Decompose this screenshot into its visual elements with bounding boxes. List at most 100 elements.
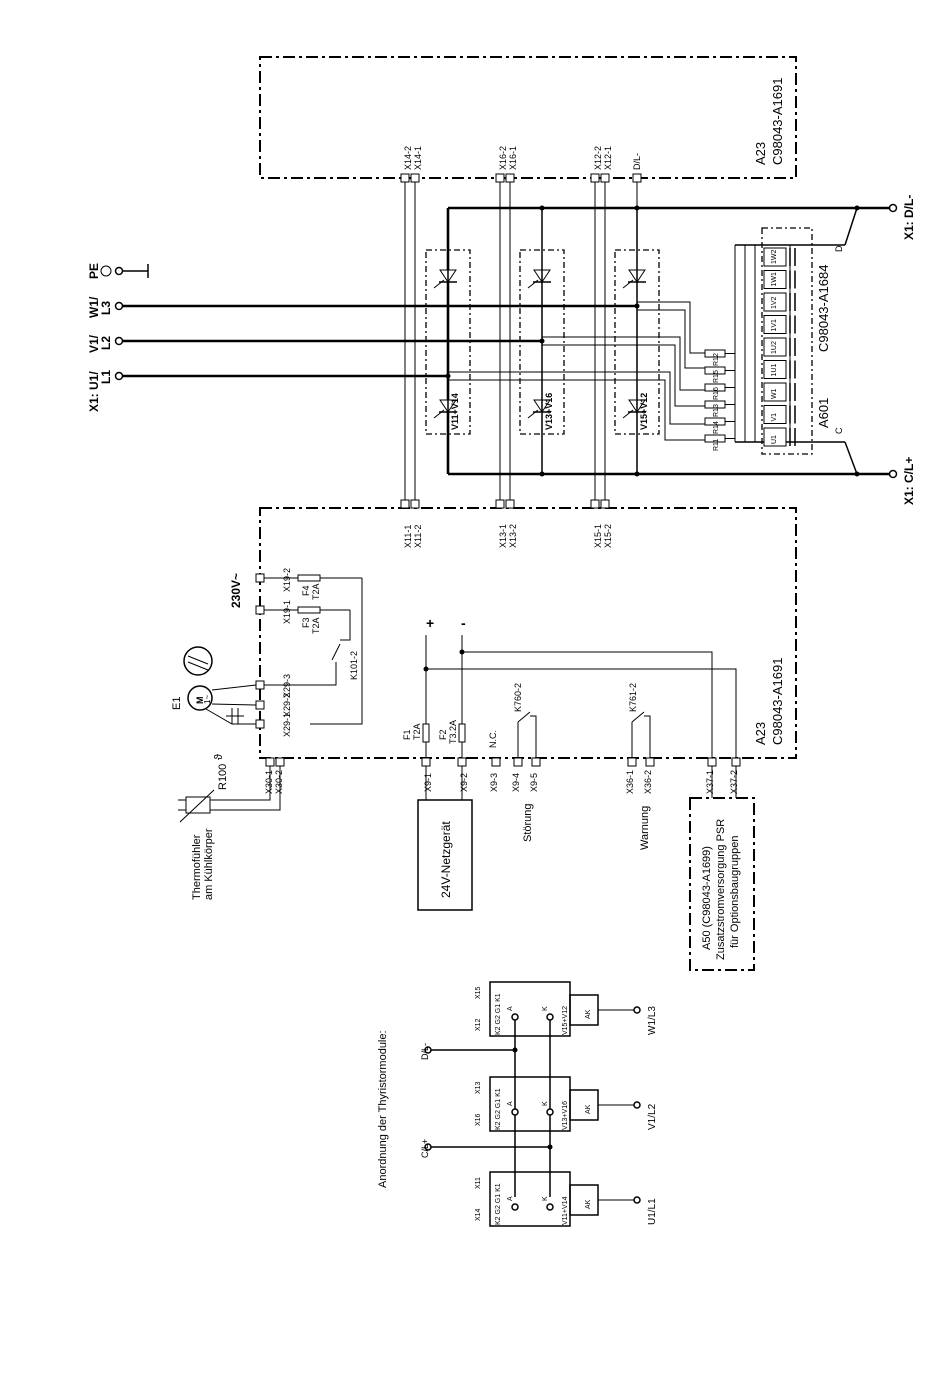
x37-1-label: X37-1 — [705, 770, 715, 794]
mod-name-label: V15+V12 — [562, 1006, 569, 1035]
e1-label: E1 — [171, 697, 183, 710]
a50-box — [689, 797, 755, 971]
rc-element: 1U2 — [763, 337, 796, 357]
rc-element: W1 — [763, 382, 796, 402]
mod-conn-b-label: X13 — [475, 1081, 482, 1094]
x30-2-label: X30-2 — [274, 770, 284, 794]
thermal-sensor: ϑ R100 Thermofühler am Kühlkörper — [178, 754, 281, 900]
mod-pins-label: K2 G2 G1 K1 — [495, 1088, 502, 1130]
gate-wiring — [404, 182, 638, 500]
warnung-label: Warnung — [639, 806, 651, 850]
thermo-label-2: am Kühlkörper — [203, 828, 215, 900]
thyristor-module: V11+V14 — [425, 208, 471, 474]
terminal-cplus — [888, 469, 898, 479]
snubber-c-label: C — [834, 427, 844, 434]
thyristor-group-label: V13+V16 — [544, 393, 554, 430]
resistor: R16 — [704, 383, 735, 400]
bottom-conn-label: X11-2 — [413, 525, 423, 548]
thyristor-module: V15+V12 — [614, 208, 660, 474]
x9-3-label: X9-3 — [489, 773, 499, 792]
f3-label: F3 — [301, 617, 311, 628]
rc-label: V1 — [771, 413, 778, 422]
x1-u1-label: X1: U1/ — [87, 371, 101, 412]
x9-1-label: X9-1 — [423, 773, 433, 792]
rc-element: 1V1 — [763, 315, 796, 334]
x37-2-label: X37-2 — [729, 770, 739, 794]
a50-label-3: für Optionsbaugruppen — [729, 835, 741, 948]
k761-label: K761-2 — [628, 683, 638, 712]
f3-val: T2A — [311, 617, 321, 634]
f1-val: T2A — [412, 723, 422, 740]
mod-ak-label: AK — [585, 1199, 592, 1209]
mod-output-label: V1/L2 — [647, 1103, 658, 1130]
top-conn-label: X14-1 — [413, 146, 423, 170]
a50-label-1: A50 (C98043-A1699) — [701, 846, 713, 950]
mod-k-label: K — [542, 1006, 549, 1011]
bottom-conn-label: X15-2 — [603, 524, 613, 548]
f2-val: T3.2A — [448, 720, 458, 744]
mod-k-label: K — [542, 1101, 549, 1106]
x9-2-label: X9-2 — [459, 773, 469, 792]
a601-code: C98043-A1684 — [816, 265, 831, 352]
nc-label: N.C. — [488, 730, 498, 748]
v230-label: 230V~ — [229, 573, 243, 608]
f4-label: F4 — [301, 585, 311, 596]
thyristor-group-label: V15+V12 — [639, 393, 649, 430]
resistor: R14 — [704, 417, 735, 434]
pe-label: PE — [87, 263, 101, 279]
thermo-label-1: Thermofühler — [191, 834, 203, 900]
fan-icon — [183, 646, 213, 676]
rc-label: 1V1 — [771, 319, 778, 332]
a601-label: A601 — [816, 398, 831, 428]
k760-label: K760-2 — [513, 683, 523, 712]
mod-name-label: V11+V14 — [562, 1196, 569, 1225]
mod-conn-b-label: X11 — [475, 1177, 482, 1189]
minus-label: - — [461, 615, 466, 631]
x1-cplus-label: X1: C/L+ — [902, 457, 916, 505]
fan-fuses: X19-2 X19-1 F4 T2A F3 T2A K101-2 — [255, 568, 363, 725]
x30-1-label: X30-1 — [264, 770, 274, 794]
bottom-conn-label: X15-1 — [593, 524, 603, 548]
mod-a-label: A — [507, 1101, 514, 1106]
resistor-label: R16 — [713, 387, 720, 400]
mod-pins-label: K2 G2 G1 K1 — [495, 1183, 502, 1225]
a23-top-code: C98043-A1691 — [770, 78, 785, 165]
plus-label: + — [426, 615, 434, 631]
terminal-dminus — [888, 203, 898, 213]
bottom-conn-label: X13-2 — [508, 524, 518, 548]
resistor-label: R14 — [713, 421, 720, 434]
a23-bottom-label: A23 — [753, 722, 768, 745]
mod-output-label: W1/L3 — [647, 1006, 658, 1035]
motor-phase: 1~ — [203, 695, 212, 704]
mod-conn-b-label: X15 — [475, 986, 482, 999]
top-conn-label: X14-2 — [403, 146, 413, 170]
mod-conn-a-label: X12 — [475, 1018, 482, 1031]
motor-icon — [187, 685, 213, 711]
a23-bottom-code: C98043-A1691 — [770, 658, 785, 745]
r100-label: R100 — [217, 764, 229, 790]
x29-1-label: X29-1 — [282, 713, 292, 737]
w1-label: W1/ — [87, 296, 101, 318]
l2-label: L2 — [99, 336, 113, 350]
mod-cl-label: C/L+ — [420, 1139, 430, 1158]
stoerung-label: Störung — [522, 803, 534, 842]
rc-element: 1W1 — [763, 270, 796, 289]
resistor: R12 — [704, 349, 735, 366]
top-connector-pins — [400, 173, 642, 183]
resistor: R13 — [704, 400, 735, 417]
bottom-conn-label: X11-1 — [403, 525, 413, 548]
mod-a-label: A — [507, 1196, 514, 1201]
top-conn-label: X12-1 — [603, 146, 613, 170]
mod-ak-label: AK — [585, 1104, 592, 1114]
a23-top-label: A23 — [753, 142, 768, 165]
fuse-f4 — [297, 574, 321, 582]
terminal-l1 — [114, 371, 124, 381]
x36-1-label: X36-1 — [625, 770, 635, 794]
l3-label: L3 — [99, 301, 113, 315]
top-connectors: X14-2 X14-1 X16-2 X16-1 X12-2 X12-1 D/L- — [403, 146, 642, 170]
x1-dminus-label: X1: D/L- — [902, 195, 916, 240]
x19-1-label: X19-1 — [282, 600, 292, 624]
f4-val: T2A — [311, 583, 321, 600]
